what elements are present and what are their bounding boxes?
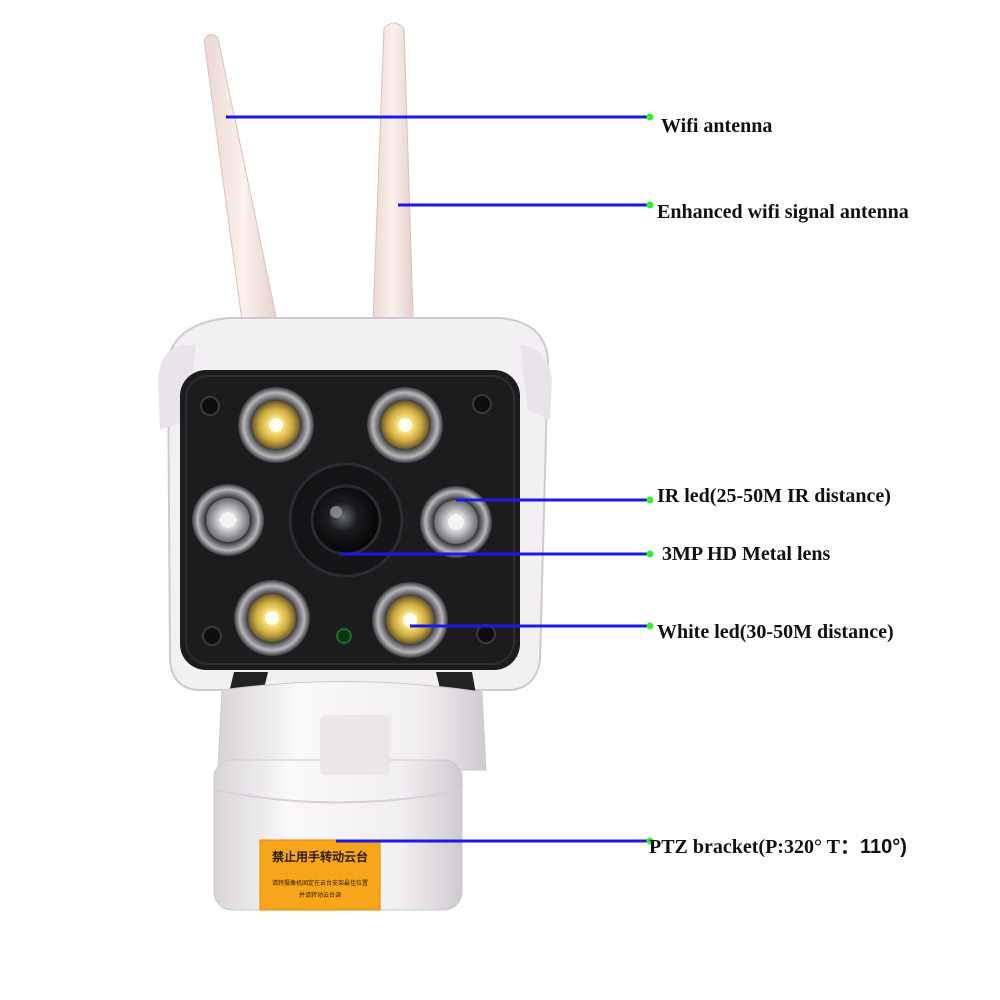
warning-sticker [259,839,381,911]
wifi-antenna [203,34,283,351]
label-ptz-value: 110°) [859,836,907,858]
white-led [367,387,443,463]
status-led-icon [336,628,352,644]
sticker-line: 并请转动云台调 [298,892,341,899]
ir-led [192,484,264,556]
white-led [372,582,448,658]
white-led [234,580,310,656]
label-ptz-bracket: PTZ bracket(P:320° T：110°) [649,837,907,857]
screw-icon [476,624,496,644]
label-ptz-prefix: PTZ bracket(P:320° T： [649,836,860,858]
screw-icon [200,396,220,416]
leader-dots [646,113,654,845]
label-wifi-antenna: Wifi antenna [661,115,773,137]
label-white-led: White led(30-50M distance) [657,621,894,643]
enhanced-antenna [371,22,415,346]
ptz-bracket [213,672,487,911]
label-ir-led: IR led(25-50M IR distance) [657,485,891,507]
sticker-title: 禁止用手转动云台 [271,850,368,864]
screw-icon [472,394,492,414]
screw-icon [202,626,222,646]
label-lens: 3MP HD Metal lens [662,543,831,565]
sticker-line: 请转摄像机固定在云台支架最佳位置 [271,880,368,887]
camera-lens [288,462,404,578]
ir-led [420,486,492,558]
label-enhanced-antenna: Enhanced wifi signal antenna [657,201,909,223]
leader-lines [226,115,648,843]
white-led [238,387,314,463]
